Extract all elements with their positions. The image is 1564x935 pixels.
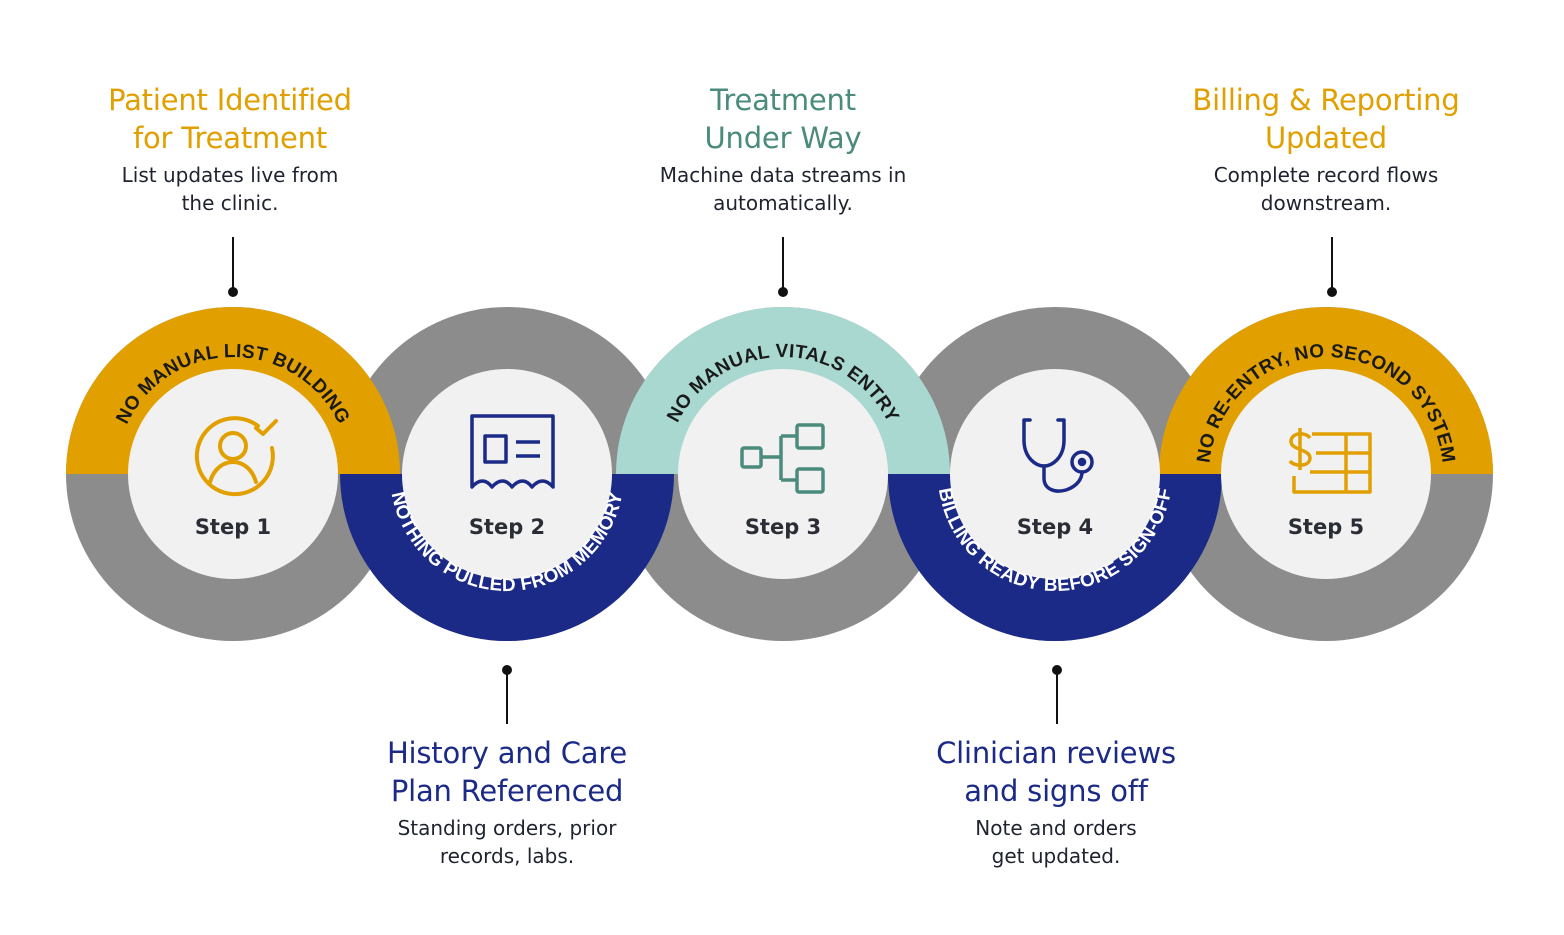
step-4-label: Step 4 — [1017, 515, 1093, 539]
step-4-inner — [950, 369, 1160, 579]
stethoscope-icon — [1022, 418, 1094, 493]
billing-table-icon — [1288, 428, 1372, 494]
callout-step-3-title: Treatment Under Way — [704, 83, 862, 155]
callout-step-1: Patient Identified for Treatment List up… — [50, 81, 410, 217]
callout-step-2-title: History and Care Plan Referenced — [386, 736, 628, 808]
connector-step-1 — [228, 237, 238, 297]
step-5-inner — [1221, 369, 1431, 579]
step-5-label: Step 5 — [1288, 515, 1364, 539]
callout-step-3-desc: Machine data streams in automatically. — [659, 163, 907, 215]
connector-step-5 — [1327, 237, 1337, 297]
step-3-label: Step 3 — [745, 515, 821, 539]
callout-step-2-desc: Standing orders, prior records, labs. — [397, 816, 617, 868]
callout-step-4: Clinician reviews and signs off Note and… — [876, 734, 1236, 870]
callout-step-3: Treatment Under Way Machine data streams… — [603, 81, 963, 217]
user-check-icon — [194, 416, 278, 497]
step-1-label: Step 1 — [195, 515, 271, 539]
workflow-nodes-icon — [740, 423, 825, 494]
step-2-label: Step 2 — [469, 515, 545, 539]
step-2-inner — [402, 369, 612, 579]
callout-step-5-title: Billing & Reporting Updated — [1192, 83, 1460, 155]
document-receipt-icon — [470, 414, 555, 489]
callout-step-1-desc: List updates live from the clinic. — [121, 163, 339, 215]
callout-step-1-title: Patient Identified for Treatment — [108, 83, 352, 155]
connector-step-2 — [502, 665, 512, 724]
connector-step-4 — [1052, 665, 1062, 724]
step-3-inner — [678, 369, 888, 579]
connector-step-3 — [778, 237, 788, 297]
callout-step-4-title: Clinician reviews and signs off — [936, 736, 1176, 808]
callout-step-5: Billing & Reporting Updated Complete rec… — [1146, 81, 1506, 217]
step-1-inner — [128, 369, 338, 579]
callout-step-4-desc: Note and orders get updated. — [975, 816, 1137, 868]
callout-step-5-desc: Complete record flows downstream. — [1213, 163, 1439, 215]
callout-step-2: History and Care Plan Referenced Standin… — [327, 734, 687, 870]
